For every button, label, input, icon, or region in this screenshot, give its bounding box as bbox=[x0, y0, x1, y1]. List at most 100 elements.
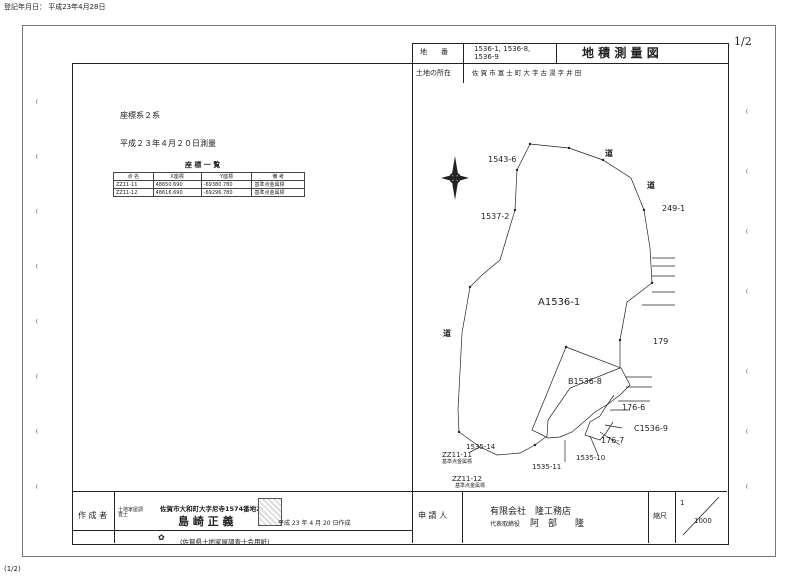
survey-point bbox=[515, 168, 519, 172]
applicant-rep-title: 代表取締役 bbox=[490, 521, 521, 528]
parcel-label: 1543-6 bbox=[488, 155, 517, 164]
chiban-label: 地 番 bbox=[420, 48, 448, 56]
registration-date: 登記年月日： 平成23年4月28日 bbox=[4, 3, 106, 11]
survey-point bbox=[457, 430, 461, 434]
reference-point-label: ZZ11-12 bbox=[452, 475, 482, 483]
survey-point bbox=[642, 208, 646, 212]
association-emblem-icon: ✿ bbox=[158, 533, 165, 542]
table-cell: 基準点金属標 bbox=[251, 188, 305, 197]
margin-tick: ( bbox=[746, 109, 748, 115]
parcel-label: B1536-8 bbox=[568, 377, 602, 386]
table-cell: ZZ11-12 bbox=[113, 188, 154, 197]
table-header: X座標 bbox=[152, 172, 202, 181]
table-cell: 基準点金属標 bbox=[251, 180, 305, 189]
page-footer: (1/2) bbox=[4, 565, 21, 573]
created-date: 平成 23 年 4 月 20 日作成 bbox=[278, 520, 351, 527]
parcel-boundary-b bbox=[531, 346, 631, 439]
document-title: 地 積 測 量 図 bbox=[582, 46, 659, 60]
margin-tick: ( bbox=[36, 209, 38, 215]
table-cell: -69380.780 bbox=[200, 180, 253, 189]
preparer-title: 土地家屋調査士 bbox=[118, 507, 144, 518]
chiban-value-2: 1536-9 bbox=[474, 53, 499, 61]
applicant-company: 有限会社 隆工務店 bbox=[490, 507, 572, 517]
road-label: 道 bbox=[647, 181, 655, 190]
scale-label: 縮尺 bbox=[653, 512, 667, 520]
coord-table-wrap: 点 名 X座標 Y座標 備 考 ZZ11-11 48650.690 -69380… bbox=[113, 172, 305, 197]
coordinate-system: 座標系２系 bbox=[120, 111, 160, 120]
survey-point bbox=[528, 142, 532, 146]
parcel-label: 1535-11 bbox=[532, 463, 562, 471]
margin-tick: ( bbox=[36, 429, 38, 435]
table-header: Y座標 bbox=[200, 172, 253, 181]
survey-map bbox=[441, 142, 675, 462]
survey-point bbox=[567, 146, 571, 150]
leader-line bbox=[469, 446, 481, 453]
table-row: ZZ11-11 48650.690 -69380.780 基準点金属標 bbox=[113, 180, 305, 189]
page-fraction: 1/2 bbox=[734, 35, 752, 48]
parcel-label: 176-7 bbox=[601, 436, 625, 445]
scale-denominator: 1000 bbox=[694, 517, 712, 525]
survey-point bbox=[601, 158, 605, 162]
leader-line bbox=[599, 431, 621, 446]
margin-tick: ( bbox=[36, 484, 38, 490]
scale-numerator: 1 bbox=[680, 499, 685, 507]
preparer-label: 作 成 者 bbox=[78, 511, 108, 520]
margin-tick: ( bbox=[746, 429, 748, 435]
main-frame bbox=[72, 63, 729, 545]
parcel-label: 249-1 bbox=[662, 204, 686, 213]
footer-band bbox=[72, 491, 727, 544]
preparer-seal bbox=[258, 498, 282, 526]
parcel-label: C1536-9 bbox=[634, 424, 668, 433]
survey-point bbox=[513, 208, 517, 212]
table-header: 点 名 bbox=[113, 172, 154, 181]
sheet-outline bbox=[22, 25, 776, 557]
leader-line bbox=[589, 435, 599, 456]
north-arrow-icon bbox=[441, 156, 469, 200]
scale-fraction-line bbox=[682, 496, 720, 536]
footer-divider bbox=[114, 491, 115, 543]
margin-tick: ( bbox=[36, 154, 38, 160]
reference-point-note: 基準点金属標 bbox=[442, 459, 473, 465]
footer-divider bbox=[648, 491, 649, 543]
association-label: (佐賀県土地家屋調査士会用紙) bbox=[180, 538, 270, 546]
footer-divider bbox=[462, 491, 463, 543]
footer-divider bbox=[412, 491, 413, 543]
chiban-value-1: 1536-1, 1536-8, bbox=[474, 45, 531, 53]
panel-divider bbox=[412, 63, 413, 491]
applicant-rep-name: 阿 部 隆 bbox=[530, 519, 585, 529]
preparer-address: 佐賀市大和町大字尼寺1574番地2 bbox=[160, 505, 261, 513]
survey-point bbox=[618, 338, 622, 342]
parcel-label: 1535-14 bbox=[466, 443, 496, 451]
offset-line bbox=[604, 424, 623, 429]
reference-point-note: 基準点金属標 bbox=[455, 483, 486, 489]
margin-tick: ( bbox=[746, 169, 748, 175]
margin-tick: ( bbox=[746, 229, 748, 235]
table-row: ZZ11-12 48616.690 -69296.780 基準点金属標 bbox=[113, 188, 305, 197]
coordinate-table: 点 名 X座標 Y座標 備 考 ZZ11-11 48650.690 -69380… bbox=[113, 172, 305, 197]
table-cell: 48650.690 bbox=[152, 180, 202, 189]
coord-table-title: 座 標 一 覧 bbox=[185, 161, 221, 169]
parcel-label: 1535-10 bbox=[576, 454, 606, 462]
margin-tick: ( bbox=[36, 264, 38, 270]
parcel-boundary-a bbox=[457, 143, 653, 456]
footer-divider bbox=[72, 530, 412, 531]
table-cell: ZZ11-11 bbox=[113, 180, 154, 189]
table-cell: 48616.690 bbox=[152, 188, 202, 197]
reference-point-label: ZZ11-11 bbox=[442, 451, 472, 459]
footer-divider bbox=[675, 491, 676, 543]
header-title-divider bbox=[556, 43, 557, 63]
margin-tick: ( bbox=[36, 319, 38, 325]
survey-point bbox=[533, 443, 537, 447]
parcel-boundary-c bbox=[584, 394, 615, 441]
survey-date: 平成２３年４月２０日測量 bbox=[120, 139, 216, 148]
survey-point bbox=[468, 285, 472, 289]
margin-tick: ( bbox=[746, 289, 748, 295]
parcel-label: 176-6 bbox=[622, 403, 646, 412]
survey-point bbox=[650, 281, 654, 285]
road-label: 道 bbox=[605, 149, 613, 158]
applicant-label: 申 請 人 bbox=[418, 511, 448, 520]
table-header: 備 考 bbox=[251, 172, 305, 181]
margin-tick: ( bbox=[746, 369, 748, 375]
margin-tick: ( bbox=[36, 99, 38, 105]
parcel-label: 1537-2 bbox=[481, 212, 510, 221]
